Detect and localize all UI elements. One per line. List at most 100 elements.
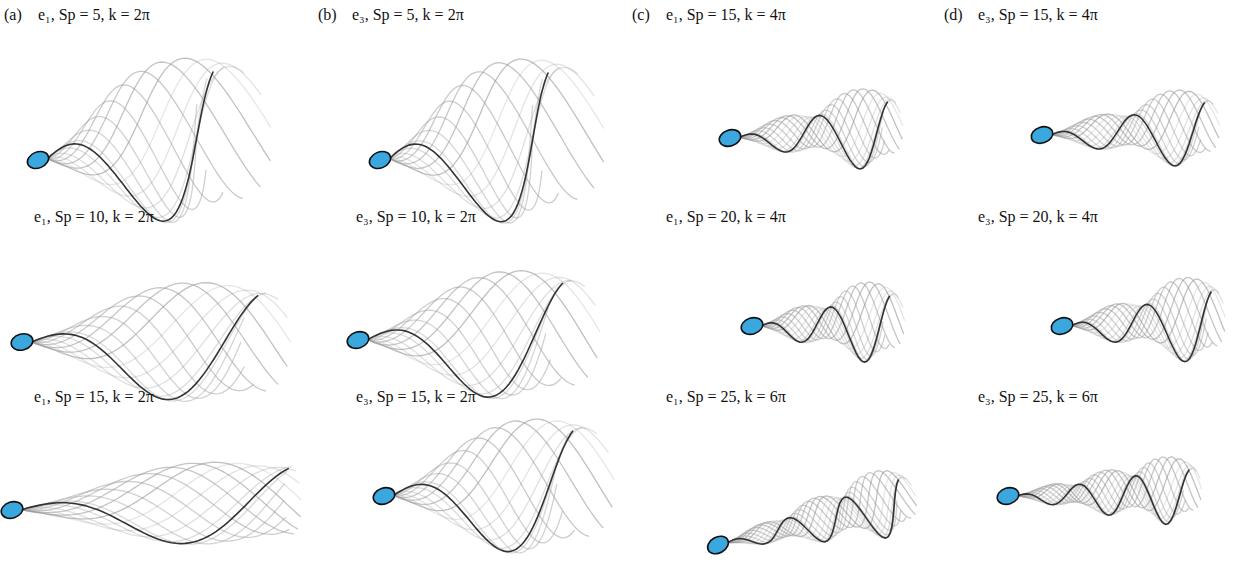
waveform-frame [1018, 457, 1198, 508]
waveform-frame [1072, 278, 1217, 346]
flagellum-waveform [995, 457, 1202, 525]
flagellum-waveform [345, 271, 600, 399]
sperm-head [9, 331, 34, 352]
flagellum-waveform [9, 283, 290, 402]
waveform-frame [740, 90, 902, 152]
waveform-frame [728, 471, 917, 543]
panel-title: e₃, Sp = 10, k = 2π [356, 208, 476, 226]
flagellum-waveform [25, 58, 271, 222]
panel-title: e₁, Sp = 5, k = 2π [38, 6, 150, 24]
waveform-frame [740, 93, 889, 154]
panel-letter: (b) [318, 6, 337, 24]
waveform-frame [390, 101, 542, 210]
waveform-frame [1052, 92, 1219, 150]
sperm-head [367, 148, 394, 171]
waveform-frame [368, 278, 575, 385]
waveform-frame [22, 484, 285, 544]
current-waveform [22, 468, 289, 543]
waveform-frame [394, 438, 574, 538]
waveform-frame [22, 463, 298, 529]
waveform-frame [22, 462, 301, 519]
waveform-frame [368, 310, 546, 395]
waveform-frame [394, 421, 603, 528]
flagellum-waveform [739, 282, 905, 362]
sperm-head [0, 499, 25, 521]
waveform-frame [394, 419, 612, 511]
sperm-head [1049, 315, 1075, 337]
waveform-frame [368, 307, 549, 399]
waveform-frame [1072, 279, 1225, 343]
current-waveform [1052, 103, 1205, 167]
current-waveform [762, 296, 890, 362]
waveform-frame [48, 58, 271, 175]
waveform-frame [48, 78, 207, 223]
waveform-frame [1072, 294, 1210, 362]
current-waveform [48, 72, 213, 222]
flagellum-waveform [1029, 90, 1220, 166]
waveform-frame [390, 105, 533, 223]
waveform-frame [1052, 105, 1199, 160]
sperm-head [705, 533, 732, 558]
panel-letter: (d) [944, 6, 963, 24]
flagellum-waveform [371, 419, 614, 553]
waveform-frame [394, 427, 582, 548]
current-waveform [728, 479, 899, 544]
waveform-frame [48, 71, 243, 198]
current-waveform [368, 283, 563, 397]
waveform-frame [394, 436, 568, 553]
flagellum-waveform [367, 59, 604, 223]
waveform-frame [390, 63, 594, 188]
current-waveform [390, 73, 548, 222]
sperm-head [739, 315, 765, 337]
sperm-head [995, 485, 1021, 507]
panel-title: e₁, Sp = 10, k = 2π [34, 208, 154, 226]
waveform-frame [32, 306, 244, 394]
panel-title: e₃, Sp = 20, k = 4π [978, 208, 1098, 226]
waveform-frame [368, 287, 561, 385]
waveform-frame [390, 59, 604, 175]
current-waveform [1018, 470, 1189, 525]
current-waveform [32, 295, 258, 399]
waveform-frame [394, 425, 609, 530]
waveform-frame [48, 62, 260, 187]
sperm-head [25, 148, 52, 171]
flagellum-waveform [1049, 277, 1225, 361]
waveform-frame [368, 280, 571, 394]
waveform-frame [740, 100, 896, 166]
flagellum-waveform [717, 89, 903, 169]
waveform-frame [32, 283, 287, 367]
waveform-frame [762, 283, 895, 348]
panel-title: e₃, Sp = 5, k = 2π [352, 6, 464, 24]
panel-title: e₁, Sp = 15, k = 2π [34, 388, 154, 406]
waveform-frame [390, 72, 578, 199]
waveform-frame [394, 428, 589, 537]
current-waveform [740, 102, 888, 169]
waveform-frame [394, 451, 563, 543]
waveform-frame [368, 272, 588, 378]
panel-title: e₃, Sp = 25, k = 6π [978, 388, 1098, 406]
waveform-frame [762, 282, 900, 344]
panel-letter: (a) [4, 6, 22, 24]
panel-title: e₁, Sp = 15, k = 4π [666, 6, 786, 24]
current-waveform [394, 431, 573, 552]
flagellum-waveform [0, 462, 301, 544]
sperm-head [717, 127, 743, 149]
waveform-frame [22, 471, 287, 544]
waveform-frame [740, 105, 882, 163]
waveform-frame [368, 273, 600, 364]
panel-title: e₃, Sp = 15, k = 2π [356, 388, 476, 406]
waveform-frame [22, 467, 291, 542]
sperm-head [345, 329, 371, 351]
panel-title: e₁, Sp = 25, k = 6π [666, 388, 786, 406]
waveform-frame [32, 293, 266, 396]
sperm-head [371, 485, 397, 507]
waveform-frame [32, 288, 266, 391]
panel-title: e₃, Sp = 15, k = 4π [978, 6, 1098, 24]
waveform-frame [1018, 472, 1188, 525]
panel-title: e₁, Sp = 20, k = 4π [666, 208, 786, 226]
panel-letter: (c) [632, 6, 650, 24]
waveform-frame [22, 474, 289, 535]
sperm-head [1029, 124, 1055, 146]
